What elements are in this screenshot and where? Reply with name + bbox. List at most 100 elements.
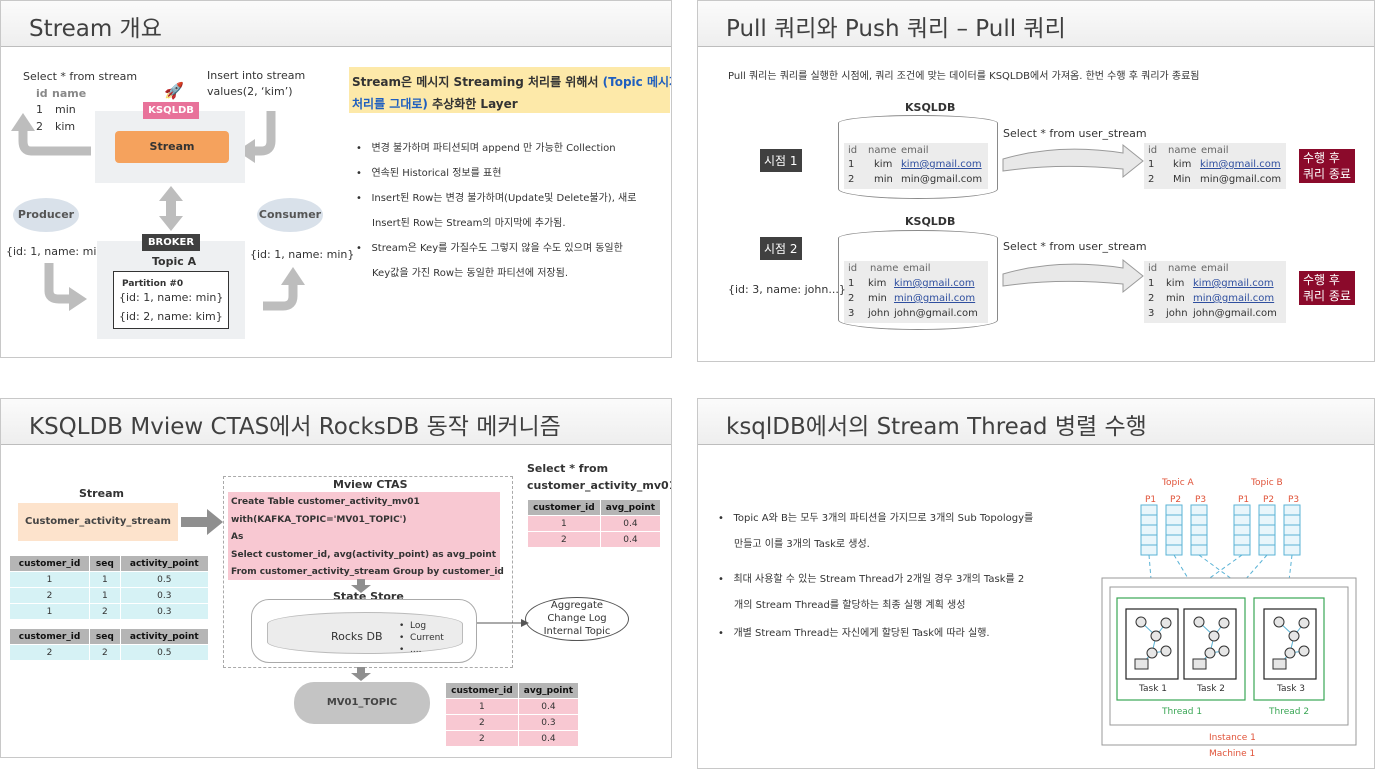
r2-r3-name: john — [1166, 308, 1188, 319]
t2-r3-id: 3 — [848, 308, 855, 319]
r1-r1-id: 1 — [1148, 159, 1155, 170]
sql-line-3: As — [231, 532, 244, 542]
ksqldb-label-1: KSQLDB — [905, 101, 956, 114]
r2-r1-email: kim@gmail.com — [1193, 278, 1274, 289]
time-badge-1: 시점 1 — [760, 149, 802, 172]
t2-h-name: name — [870, 263, 899, 274]
highlight-line-1-b: (Topic 메시지 — [602, 75, 671, 89]
t1-r1-name: kim — [874, 159, 893, 170]
r2-h-name: name — [1168, 263, 1197, 274]
select-query-text: Select * from stream — [23, 70, 138, 83]
bullet-2-text: 연속된 Historical 정보를 표현 — [371, 168, 502, 179]
ksqldb-label-2: KSQLDB — [905, 215, 956, 228]
end2-line2: 쿼리 종료 — [1303, 289, 1351, 303]
bullet-2: • 연속된 Historical 정보를 표현 — [356, 168, 502, 179]
bullet-1: • 변경 불가하며 파티션되며 append 만 가능한 Collection — [356, 143, 616, 154]
rocks-item-1: • Log — [399, 621, 427, 631]
r1-r2-name: Min — [1173, 174, 1191, 185]
ksqldb-badge: KSQLDB — [143, 102, 199, 119]
mview-label: Mview CTAS — [333, 478, 408, 491]
highlight-line-1: Stream은 메시지 Streaming 처리를 위해서 (Topic 메시지 — [352, 73, 671, 90]
r1-r1-name: kim — [1173, 159, 1192, 170]
th-activity-point: activity_point — [119, 628, 210, 645]
broker-badge: BROKER — [142, 234, 200, 251]
r1-h-email: email — [1201, 145, 1229, 156]
partition-label-3: P3 — [1195, 495, 1207, 505]
aggregate-line-2: Change Log — [547, 613, 607, 624]
partition-label-4: P1 — [1238, 495, 1250, 505]
bullet-3-cont: Insert된 Row는 Stream의 마지막에 추가됨. — [372, 218, 566, 229]
thread-1-label: Thread 1 — [1162, 707, 1203, 717]
row1-name: min — [55, 103, 76, 116]
instance-label: Instance 1 — [1209, 733, 1256, 743]
t2-h-id: id — [848, 263, 858, 274]
t1-r2-id: 2 — [848, 174, 855, 185]
stream-box: Stream — [115, 131, 229, 163]
r2-r2-email: min@gmail.com — [1193, 293, 1275, 304]
bullet-4-cont: Key값을 가진 Row는 동일한 파티션에 저장됨. — [372, 268, 568, 279]
right-arrow-icon — [181, 509, 223, 535]
flow-arrow-2 — [1002, 258, 1144, 294]
t1-r2-email: min@gmail.com — [901, 174, 983, 185]
t2-r2-email: min@gmail.com — [894, 293, 976, 304]
t1-r1-id: 1 — [848, 159, 855, 170]
rocks-item-2-text: Current — [410, 633, 444, 643]
col-name: name — [52, 87, 87, 100]
col-id: id — [36, 87, 48, 100]
th-seq: seq — [89, 628, 121, 645]
r2-h-id: id — [1148, 263, 1158, 274]
aggregate-line-3: Internal Topic — [543, 626, 611, 637]
rocks-item-3: • .... — [399, 645, 422, 655]
bullet-4: • Stream은 Key를 가질수도 그렇지 않을 수도 있으며 동일한 — [356, 243, 623, 254]
stream-flow-arrows — [11, 111, 305, 311]
bullet-1: • Topic A와 B는 모두 3개의 파티션을 가지므로 3개의 Sub T… — [718, 513, 1034, 524]
bullet-2: • 최대 사용할 수 있는 Stream Thread가 2개일 경우 3개의 … — [718, 574, 1025, 585]
bullet-1-cont: 만들고 이를 3개의 Task로 생성. — [734, 539, 870, 550]
db-table-2 — [844, 261, 988, 323]
th-customer-id: customer_id — [8, 555, 91, 572]
stream-thread-diagram — [1101, 504, 1357, 746]
query-text-2: Select * from user_stream — [1003, 240, 1147, 253]
th-avg-point: avg_point — [599, 499, 662, 516]
select-line-1: Select * from — [527, 462, 609, 475]
result-table-1 — [1144, 143, 1286, 189]
bullet-3-text: 개별 Stream Thread는 자신에게 할당된 Task에 따라 실행. — [733, 628, 990, 639]
aggregate-arrow — [477, 619, 529, 627]
pull-description: Pull 쿼리는 쿼리를 실행한 시점에, 쿼리 조건에 맞는 데이터를 KSQ… — [728, 71, 1200, 82]
slide-title-bar — [1, 399, 671, 445]
rocksdb-cylinder — [267, 612, 463, 654]
task-1-label: Task 1 — [1139, 684, 1168, 694]
slide-title-bar — [1, 1, 671, 47]
down-arrow-icon — [351, 579, 371, 593]
h-email: email — [901, 145, 929, 156]
bullet-2-cont: 개의 Stream Thread를 할당하는 최종 실행 계획 생성 — [734, 600, 966, 611]
insert-line-2: values(2, ‘kim’) — [207, 85, 293, 98]
row2-name: kim — [55, 120, 76, 133]
sql-line-2: with(KAFKA_TOPIC='MV01_TOPIC') — [231, 515, 407, 525]
highlight-box — [349, 67, 670, 113]
slide-title: ksqlDB에서의 Stream Thread 병렬 수행 — [726, 414, 1147, 440]
insert-message: {id: 3, name: john...} — [728, 283, 846, 296]
end1-line1: 수행 후 — [1303, 151, 1340, 165]
bullet-4-text: Stream은 Key를 가질수도 그렇지 않을 수도 있으며 동일한 — [371, 243, 623, 254]
query-end-badge-1: 수행 후 쿼리 종료 — [1299, 149, 1355, 183]
topic-a-label: Topic A — [1162, 478, 1194, 488]
bullet-1-text: 변경 불가하며 파티션되며 append 만 가능한 Collection — [371, 143, 616, 154]
partition-label: Partition #0 — [122, 279, 184, 289]
t2-r1-email: kim@gmail.com — [894, 278, 975, 289]
slide-title: Stream 개요 — [29, 16, 162, 42]
consumer-node: Consumer — [257, 198, 323, 232]
t2-r3-email: john@gmail.com — [894, 308, 978, 319]
th-customer-id: customer_id — [445, 682, 519, 699]
partition-box — [113, 271, 229, 329]
bullet-1-text: Topic A와 B는 모두 3개의 파티션을 가지므로 3개의 Sub Top… — [733, 513, 1034, 524]
